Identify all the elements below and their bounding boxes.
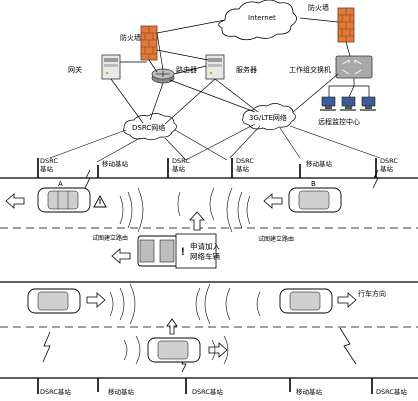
station-top-1b: 基站 bbox=[40, 164, 54, 173]
station-top-2: 移动基站 bbox=[102, 159, 129, 168]
station-bottom-3: DSRC基站 bbox=[192, 387, 223, 396]
direction-arrows bbox=[5, 193, 357, 358]
route-right-label: 试图建立路由 bbox=[258, 235, 294, 243]
vehicle-bottom-middle bbox=[147, 337, 201, 363]
switch-label: 工作组交换机 bbox=[289, 65, 331, 74]
station-top-3c-b: 基站 bbox=[236, 164, 250, 173]
station-top-5a: DSRC bbox=[380, 157, 398, 165]
station-bottom-4: 移动基站 bbox=[296, 387, 323, 396]
station-top-1a: DSRC bbox=[40, 157, 58, 165]
internet-cloud bbox=[218, 0, 297, 41]
dsrc-net-label: DSRC网络 bbox=[132, 123, 165, 132]
server-icon bbox=[205, 54, 225, 80]
server-label: 服务器 bbox=[236, 65, 257, 74]
firewall-left-icon bbox=[140, 25, 158, 61]
vehicle-bottom-right bbox=[279, 288, 333, 314]
station-top-3a: DSRC bbox=[172, 157, 190, 165]
vehicle-b bbox=[288, 187, 342, 213]
label-b: B bbox=[311, 180, 316, 188]
radio-waves bbox=[109, 187, 261, 365]
internet-label: Internet bbox=[248, 14, 276, 22]
station-bottom-5: DSRC基站 bbox=[376, 387, 407, 396]
gateway-icon bbox=[101, 54, 121, 80]
firewall-left-label: 防火墙 bbox=[120, 33, 141, 42]
vehicle-applying-join bbox=[137, 233, 217, 269]
apply-join-line2: 网络车辆 bbox=[190, 251, 220, 261]
bottom-station-poles bbox=[37, 378, 373, 394]
station-bottom-2: 移动基站 bbox=[108, 387, 135, 396]
switch-icon bbox=[335, 55, 373, 79]
top-station-poles bbox=[37, 158, 377, 178]
station-top-3b: 基站 bbox=[172, 164, 186, 173]
station-top-3c-a: DSRC bbox=[236, 157, 254, 165]
firewall-right-icon bbox=[337, 7, 355, 43]
exclamation-icon: ! bbox=[181, 246, 185, 258]
apply-join-line1: 申请加入 bbox=[190, 241, 220, 251]
gateway-label: 网关 bbox=[68, 65, 82, 74]
router-label: 路由器 bbox=[176, 65, 197, 74]
route-left-label: 试图建立路由 bbox=[92, 234, 128, 242]
station-bottom-1: DSRC基站 bbox=[40, 387, 71, 396]
station-top-4: 移动基站 bbox=[306, 159, 333, 168]
lte-net-label: 3G/LTE网络 bbox=[249, 113, 287, 122]
monitor-center-computers bbox=[320, 78, 376, 111]
dsrc-network-cloud bbox=[123, 113, 177, 141]
label-a: A bbox=[58, 180, 63, 188]
monitor-center-label: 远程监控中心 bbox=[318, 117, 360, 126]
router-icon bbox=[151, 68, 175, 84]
vehicle-a bbox=[37, 187, 91, 213]
warning-icon bbox=[93, 195, 107, 208]
direction-label: 行车方向 bbox=[358, 289, 386, 298]
firewall-right-label: 防火墙 bbox=[308, 3, 329, 12]
vehicle-bottom-left bbox=[27, 288, 81, 314]
station-top-5b: 基站 bbox=[380, 164, 394, 173]
